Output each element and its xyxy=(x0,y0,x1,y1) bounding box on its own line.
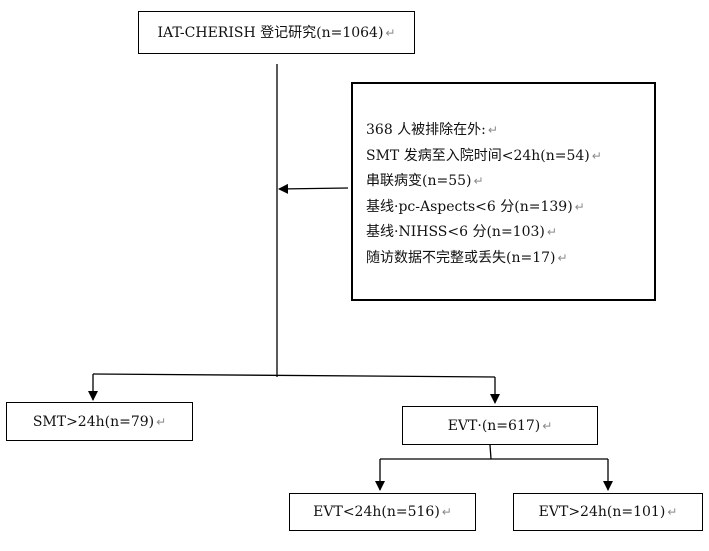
exclusion-box: 368 人被排除在外:↵ SMT 发病至入院时间<24h(n=54)↵ 串联病变… xyxy=(351,82,656,301)
return-mark: ↵ xyxy=(667,505,678,519)
evt-under-24h-box: EVT<24h(n=516)↵ xyxy=(289,493,476,531)
smt-over-24h-box: SMT>24h(n=79)↵ xyxy=(6,402,193,441)
exclusion-line: 368 人被排除在外:↵ xyxy=(366,122,498,138)
evt-box: EVT·(n=617)↵ xyxy=(402,406,598,445)
evt-label: EVT·(n=617) xyxy=(447,417,541,434)
exclusion-line: SMT 发病至入院时间<24h(n=54)↵ xyxy=(366,147,602,164)
return-mark: ↵ xyxy=(487,123,498,137)
return-mark: ↵ xyxy=(591,148,602,163)
return-mark: ↵ xyxy=(385,25,396,40)
exclusion-line: 基线·NIHSS<6 分(n=103)↵ xyxy=(366,224,557,240)
return-mark: ↵ xyxy=(542,418,553,433)
return-mark: ↵ xyxy=(546,225,557,239)
return-mark: ↵ xyxy=(574,199,585,214)
return-mark: ↵ xyxy=(156,414,167,429)
return-mark: ↵ xyxy=(473,174,484,188)
smt-over-24h-label: SMT>24h(n=79) xyxy=(32,413,155,430)
evt-under-24h-label: EVT<24h(n=516) xyxy=(313,504,440,520)
evt-over-24h-box: EVT>24h(n=101)↵ xyxy=(513,493,703,531)
return-mark: ↵ xyxy=(557,250,568,265)
exclusion-line: 串联病变(n=55)↵ xyxy=(366,173,484,189)
evt-stem xyxy=(489,444,492,460)
return-mark: ↵ xyxy=(441,505,452,519)
split-line xyxy=(92,373,496,378)
exclusion-line: 随访数据不完整或丢失(n=17)↵ xyxy=(366,249,568,266)
exclusion-line: 基线·pc-Aspects<6 分(n=139)↵ xyxy=(366,198,585,215)
evt-over-24h-label: EVT>24h(n=101) xyxy=(538,504,666,520)
registry-label: IAT-CHERISH 登记研究(n=1064) xyxy=(157,24,384,41)
registry-box: IAT-CHERISH 登记研究(n=1064)↵ xyxy=(138,11,415,54)
exclusion-arrow xyxy=(278,183,349,194)
